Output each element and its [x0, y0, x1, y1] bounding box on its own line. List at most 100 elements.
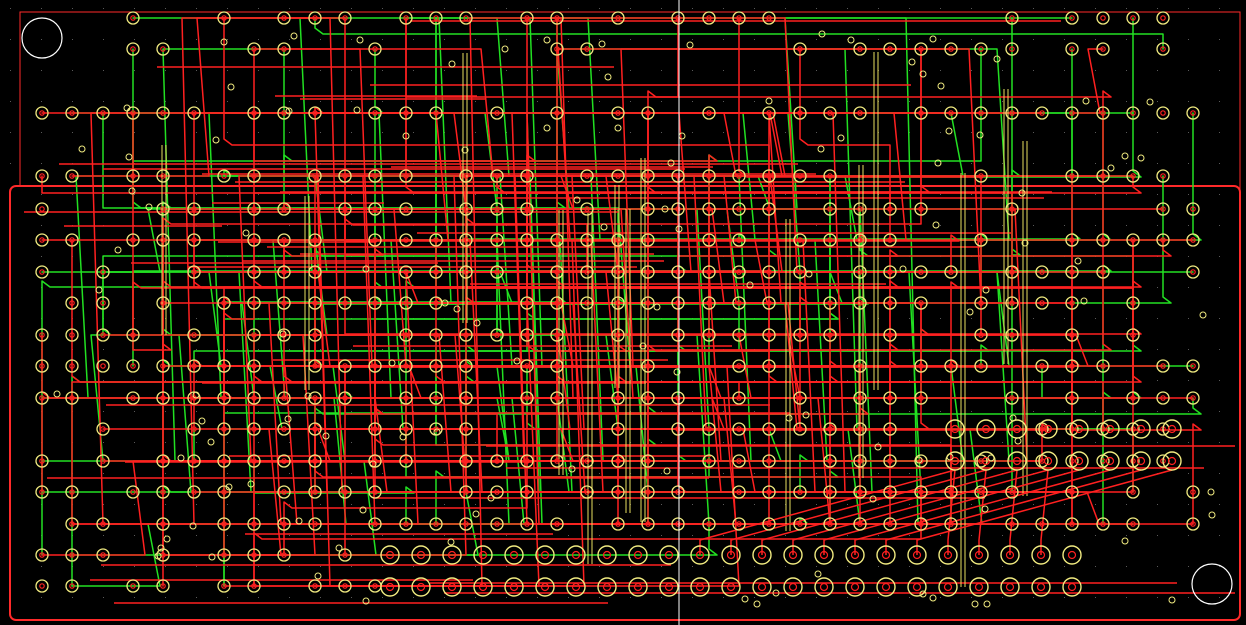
connector-pad-hole [819, 582, 829, 592]
pad-hole [1039, 300, 1045, 306]
top-trace [41, 460, 225, 556]
pad-ring [823, 485, 837, 499]
pad-ring [459, 359, 473, 373]
pad-hole [797, 521, 803, 527]
pad-ring [368, 202, 382, 216]
pad-ring [1186, 485, 1200, 499]
pad-hole [403, 269, 409, 275]
dual-layer-trace [1022, 141, 1028, 496]
via [673, 368, 681, 376]
pad-hole [797, 173, 803, 179]
pad-ring [671, 296, 685, 310]
pad-hole [978, 173, 984, 179]
pad-ring [368, 485, 382, 499]
pad-ring [550, 328, 564, 342]
pad-ring [1186, 202, 1200, 216]
pad-ring [1005, 391, 1019, 405]
pad-hole [1100, 363, 1106, 369]
pad-hole [251, 237, 257, 243]
pad-ring [853, 202, 867, 216]
pad-ring [35, 202, 49, 216]
pad-hole [918, 206, 924, 212]
pad-ring [762, 11, 776, 25]
pad-hole [130, 15, 136, 21]
connector-pad-ring [442, 545, 462, 565]
pad-ring [1126, 328, 1140, 342]
via [1107, 164, 1115, 172]
pad-hole [463, 395, 469, 401]
top-trace [405, 112, 1013, 273]
via [453, 305, 461, 313]
pad-hole [1100, 110, 1106, 116]
pad-hole [221, 363, 227, 369]
pad-ring [277, 422, 291, 436]
pad-hole [948, 489, 954, 495]
via [805, 270, 813, 278]
connector-pad-hole [950, 424, 960, 434]
via [1021, 239, 1029, 247]
via [304, 392, 312, 400]
pad-hole [221, 173, 227, 179]
pad-ring [883, 517, 897, 531]
pad-ring [156, 454, 170, 468]
pad-hole [524, 395, 530, 401]
pad-ring [580, 265, 594, 279]
connector-fanout-trace [699, 469, 956, 555]
pad-hole [675, 426, 681, 432]
pad-ring [399, 202, 413, 216]
pad-ring [338, 169, 352, 183]
pad-ring [1186, 359, 1200, 373]
pad-ring [1126, 517, 1140, 531]
connector-pad-hole [1067, 550, 1077, 560]
pad-hole [281, 458, 287, 464]
connector-fanout-trace [1040, 469, 1049, 555]
top-trace [344, 175, 1142, 493]
connector-pad-hole [478, 550, 488, 560]
pad-hole [857, 110, 863, 116]
pad-ring [65, 359, 79, 373]
pad-hole [766, 458, 772, 464]
connector-pad-ring [1100, 451, 1120, 471]
pad-ring [550, 265, 564, 279]
pad-hole [251, 583, 257, 589]
pad-ring [611, 11, 625, 25]
pad-ring [187, 202, 201, 216]
pad-ring [520, 11, 534, 25]
pad-hole [1039, 521, 1045, 527]
pad-hole [463, 426, 469, 432]
pad-hole [1069, 300, 1075, 306]
pad-hole [1100, 237, 1106, 243]
pad-ring [732, 517, 746, 531]
pad-ring [611, 265, 625, 279]
pad-hole [342, 489, 348, 495]
connector-pad-hole [1167, 424, 1177, 434]
component-pads[interactable] [35, 11, 1216, 608]
pad-hole [69, 489, 75, 495]
connector-pad-ring [628, 545, 648, 565]
pad-hole [736, 269, 742, 275]
pad-ring [277, 11, 291, 25]
pad-hole [706, 15, 712, 21]
via [874, 443, 882, 451]
connector-fanout-trace [1009, 469, 1018, 555]
connector-fanout-trace [730, 469, 987, 555]
pad-ring [1126, 296, 1140, 310]
connector-pad-ring [566, 545, 586, 565]
pad-hole [1069, 332, 1075, 338]
connector-pad-hole [912, 582, 922, 592]
pad-hole [372, 206, 378, 212]
pad-ring [429, 391, 443, 405]
via [123, 104, 131, 112]
pad-ring [520, 296, 534, 310]
pad-hole [1190, 489, 1196, 495]
top-copper-traces[interactable] [24, 17, 1235, 604]
pad-ring [338, 11, 352, 25]
pad-ring [671, 202, 685, 216]
pad-hole [251, 332, 257, 338]
pad-hole [736, 173, 742, 179]
pad-ring [490, 202, 504, 216]
pad-ring [914, 517, 928, 531]
pad-ring [550, 359, 564, 373]
